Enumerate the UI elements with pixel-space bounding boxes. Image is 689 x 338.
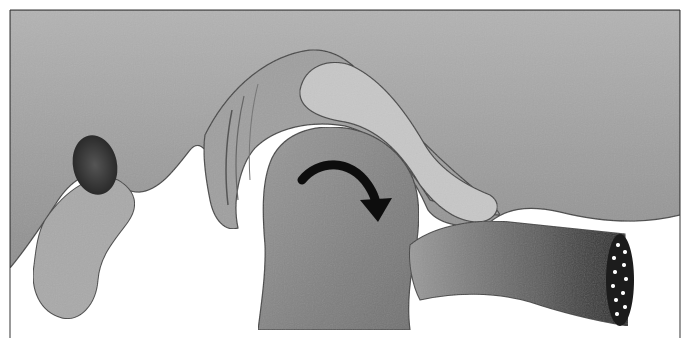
ligament-cut-end [606,234,634,326]
condyle [258,127,419,330]
lateral-ligament [409,221,628,326]
